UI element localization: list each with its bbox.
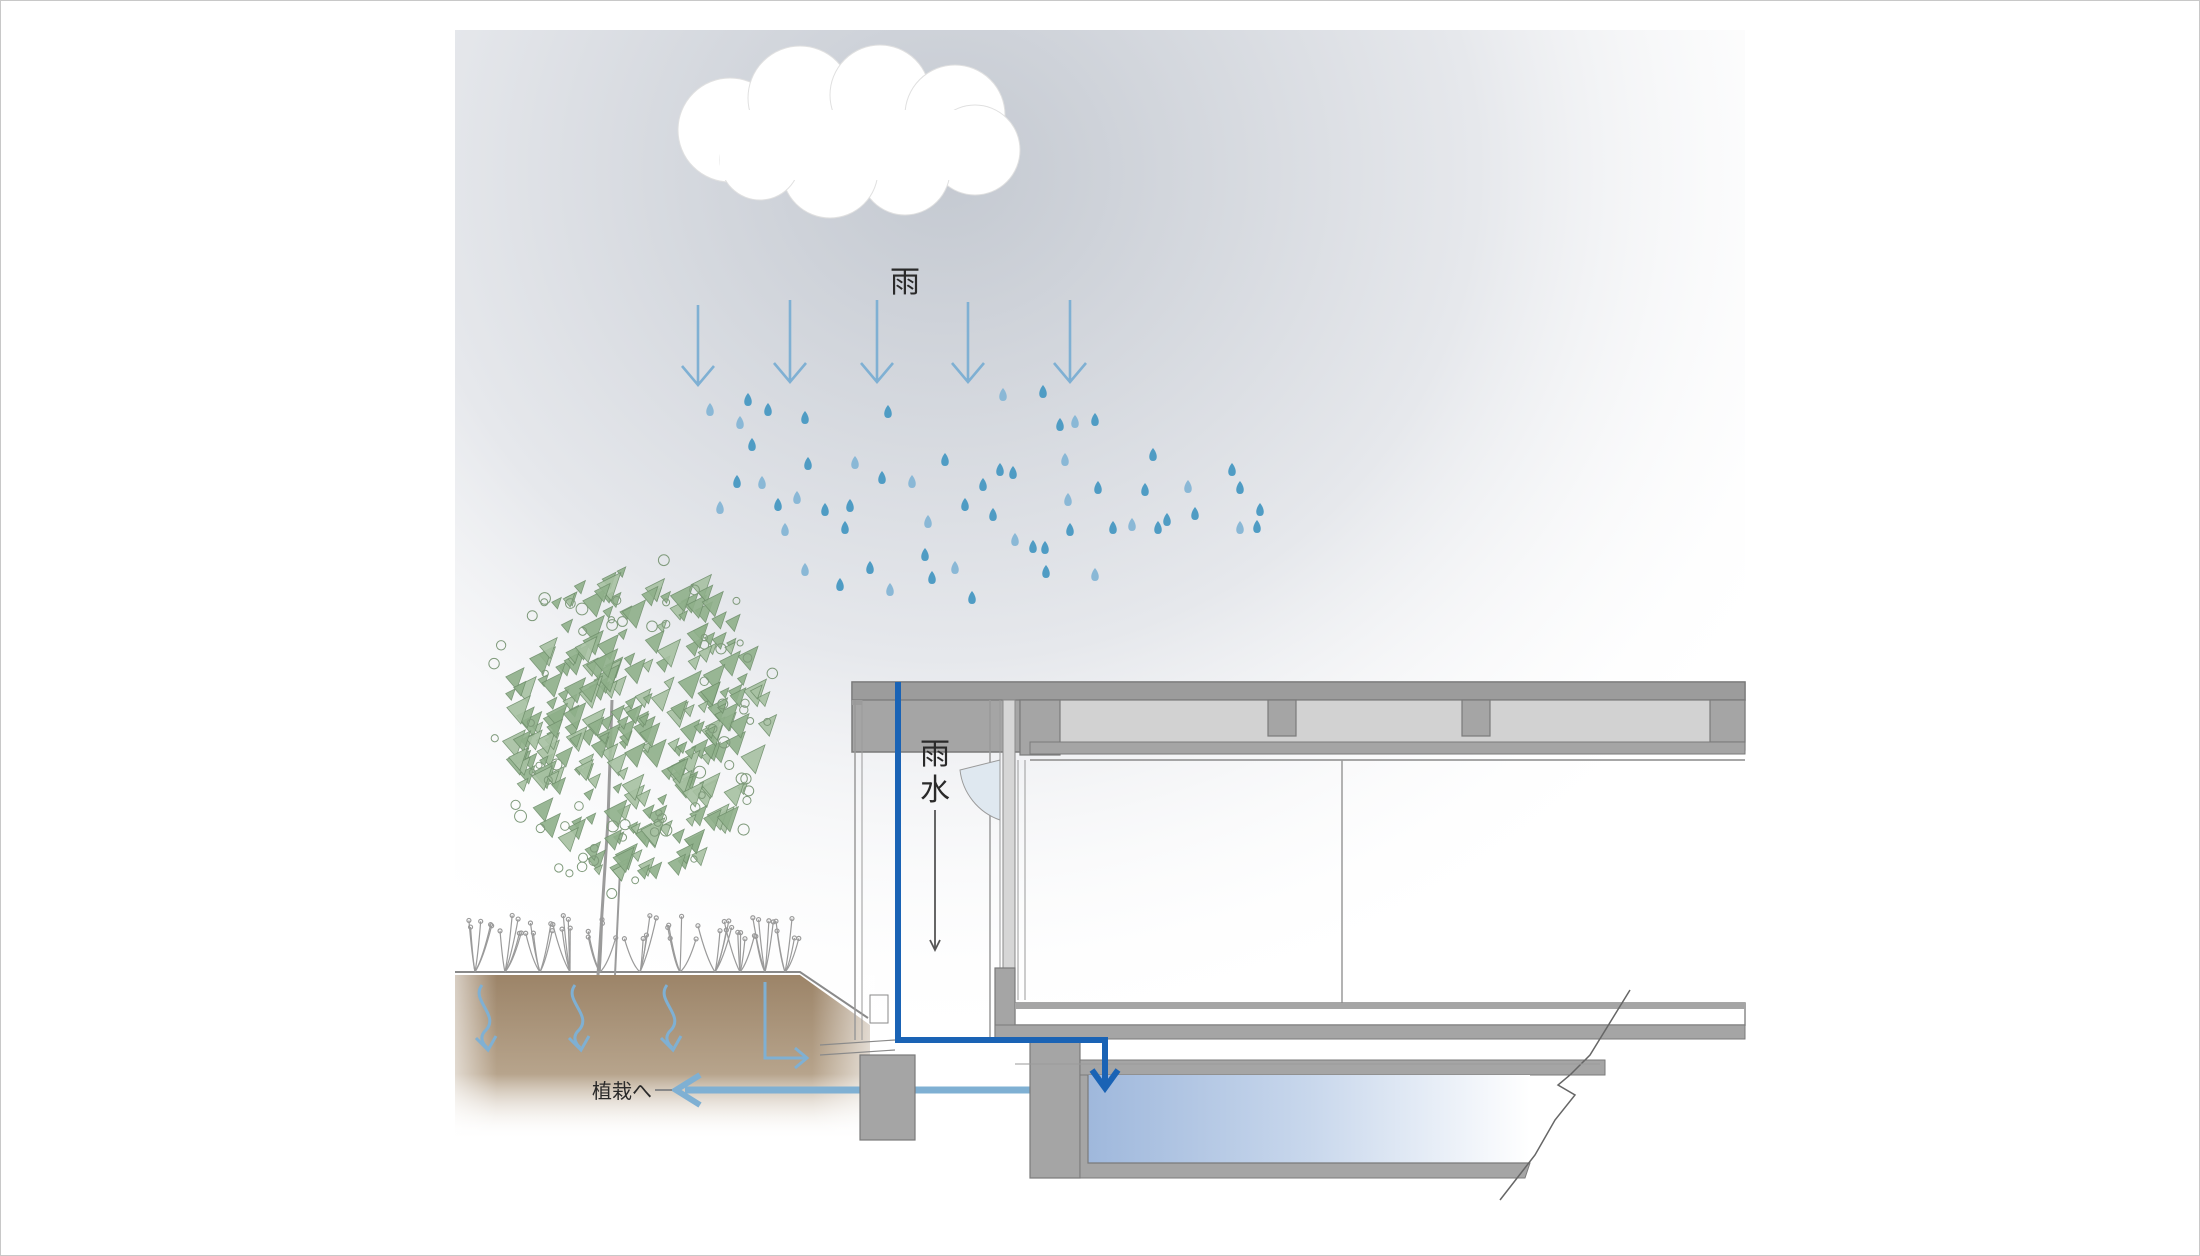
raindrop-icon (1009, 466, 1017, 479)
raindrop-icon (1039, 385, 1047, 398)
rainwater-label-2: 水 (920, 773, 950, 808)
raindrop-icon (1253, 520, 1261, 533)
raindrop-icon (821, 503, 829, 516)
raindrop-icon (793, 491, 801, 504)
raindrop-icon (1064, 493, 1072, 506)
raindrop-icon (941, 453, 949, 466)
tree-icon (488, 554, 779, 976)
raindrop-icon (928, 571, 936, 584)
raindrop-icon (979, 478, 987, 491)
raindrop-icon (1236, 481, 1244, 494)
infiltration-arrows (474, 982, 810, 1070)
raindrop-icon (1041, 541, 1049, 554)
raindrop-icon (1029, 540, 1037, 553)
raindrop-icon (846, 499, 854, 512)
raindrop-icon (801, 563, 809, 576)
raindrop-icon (774, 498, 782, 511)
raindrop-icon (1128, 518, 1136, 531)
shrub-planting (466, 912, 802, 973)
raindrop-icon (1094, 481, 1102, 494)
raindrop-icon (744, 393, 752, 406)
raindrop-icon (1256, 503, 1264, 516)
raindrop-icon (996, 463, 1004, 476)
raindrop-icon (961, 498, 969, 511)
raindrop-icon (1042, 565, 1050, 578)
raindrop-icon (804, 457, 812, 470)
raindrop-icon (1091, 413, 1099, 426)
raindrop-icon (841, 521, 849, 534)
raindrop-icon (1109, 521, 1117, 534)
building-section (819, 681, 1746, 1201)
rain-label: 雨 (890, 265, 920, 300)
raindrop-icon (764, 403, 772, 416)
raindrop-icon (921, 548, 929, 561)
raindrop-icon (1191, 507, 1199, 520)
to-planting-label: 植栽へ (592, 1079, 652, 1103)
raindrop-icon (908, 475, 916, 488)
raindrop-icon (836, 578, 844, 591)
raindrop-icon (1061, 453, 1069, 466)
raindrop-icon (1056, 418, 1064, 431)
raindrop-icon (884, 405, 892, 418)
raindrop-icon (801, 411, 809, 424)
raindrop-icon (706, 403, 714, 416)
downpipe (895, 682, 1121, 1094)
raindrop-icon (758, 476, 766, 489)
raindrop-icon (886, 583, 894, 596)
rainwater-label-1: 雨 (920, 737, 950, 772)
raindrop-icon (989, 508, 997, 521)
raindrop-icon (1236, 521, 1244, 534)
raindrop-icon (1141, 483, 1149, 496)
raindrop-icon (748, 438, 756, 451)
raindrop-icon (1228, 463, 1236, 476)
raindrop-icon (1163, 513, 1171, 526)
raindrop-icon-group (706, 385, 1264, 604)
raindrop-icon (736, 416, 744, 429)
raindrop-icon (733, 475, 741, 488)
raindrop-icon (866, 561, 874, 574)
raindrop-icon (851, 456, 859, 469)
raindrop-icon (1071, 415, 1079, 428)
rain-arrows (681, 300, 1087, 388)
rainwater-down-arrow (929, 810, 941, 953)
raindrop-icon (1066, 523, 1074, 536)
raindrop-icon (1154, 521, 1162, 534)
raindrop-icon (968, 591, 976, 604)
raindrop-icon (716, 501, 724, 514)
raindrop-icon (1184, 480, 1192, 493)
raindrop-icon (1149, 448, 1157, 461)
raindrop-icon (924, 515, 932, 528)
raindrop-icon (878, 471, 886, 484)
raindrop-icon (781, 523, 789, 536)
raindrop-icon (1011, 533, 1019, 546)
raindrop-icon (1091, 568, 1099, 581)
raindrop-icon (999, 388, 1007, 401)
raindrop-icon (951, 561, 959, 574)
cloud-icon (677, 44, 1021, 219)
